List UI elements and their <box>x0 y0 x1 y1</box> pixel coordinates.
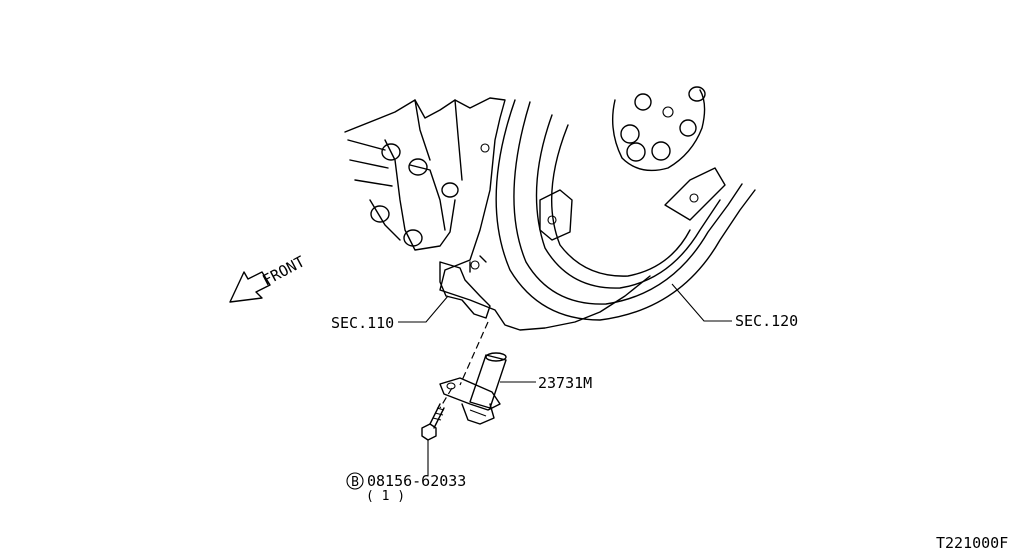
sensor-part-number: 23731M <box>538 374 592 392</box>
front-arrow-icon <box>229 271 271 303</box>
sec120-label: SEC.120 <box>735 312 798 330</box>
sec110-label: SEC.110 <box>331 314 394 332</box>
crank-bolt-pattern <box>612 86 706 172</box>
front-label: FRONT <box>259 252 307 289</box>
circled-b-icon <box>346 472 364 490</box>
bolt-drawing <box>421 403 445 441</box>
bolt-part-number: 08156-62033 <box>367 472 466 490</box>
diagram-code: T221000F <box>936 534 1008 552</box>
bolt-symbol-letter: B <box>351 475 359 490</box>
bolt-quantity: ( 1 ) <box>366 489 405 504</box>
assembly-line-bolt <box>439 387 453 409</box>
leader-sec110 <box>398 295 449 323</box>
leader-sec120 <box>671 283 732 322</box>
crank-position-sensor-drawing <box>439 352 507 425</box>
engine-block-drawing <box>344 97 651 331</box>
flywheel-housing-drawing <box>495 99 756 321</box>
assembly-line-sensor <box>459 321 489 386</box>
